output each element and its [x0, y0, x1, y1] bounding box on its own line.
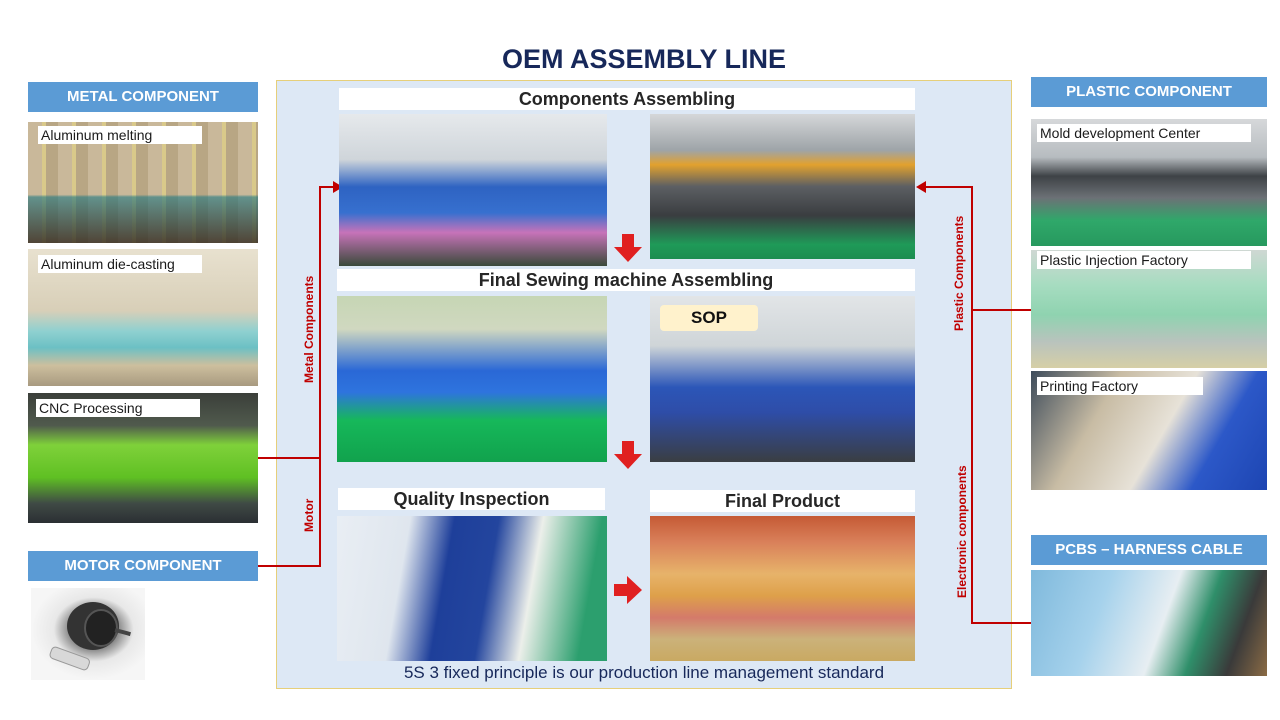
page-title: OEM ASSEMBLY LINE — [501, 44, 787, 74]
metal-component-header: METAL COMPONENT — [28, 82, 258, 112]
stage-quality-inspection-title: Quality Inspection — [338, 488, 605, 510]
photo-caption: Plastic Injection Factory — [1037, 251, 1251, 269]
motor-icon — [49, 602, 131, 671]
connector-line-plastic — [972, 309, 1031, 311]
stage-final-sewing-title: Final Sewing machine Assembling — [337, 269, 915, 291]
arrow-right-icon — [614, 576, 642, 604]
sop-badge: SOP — [660, 305, 758, 331]
arrow-head-icon — [916, 181, 926, 193]
photo-aluminum-melting: Aluminum melting — [28, 122, 258, 243]
connector-line-pcbs — [972, 622, 1031, 624]
connector-line-right-vertical — [971, 186, 973, 624]
photo-final-sewing-2: SOP — [650, 296, 915, 462]
stage-components-assembling-title: Components Assembling — [339, 88, 915, 110]
photo-caption: Mold development Center — [1037, 124, 1251, 142]
photo-plastic-injection: Plastic Injection Factory — [1031, 250, 1267, 368]
photo-caption: Aluminum die-casting — [38, 255, 202, 273]
photo-components-assembling-2 — [650, 114, 915, 259]
connector-line-motor — [258, 565, 320, 567]
pcbs-harness-cable-header: PCBS – HARNESS CABLE — [1031, 535, 1267, 565]
photo-cnc-processing: CNC Processing — [28, 393, 258, 523]
photo-motor — [31, 588, 145, 680]
photo-pcbs-harness — [1031, 570, 1267, 676]
connector-line-left-vertical — [319, 186, 321, 567]
connector-line-cnc — [258, 457, 320, 459]
label-metal-components: Metal Components — [302, 275, 316, 383]
stage-final-product-title: Final Product — [650, 490, 915, 512]
connector-line-right-top — [924, 186, 972, 188]
motor-component-header: MOTOR COMPONENT — [28, 551, 258, 581]
arrow-down-icon — [614, 441, 642, 469]
photo-aluminum-die-casting: Aluminum die-casting — [28, 249, 258, 386]
photo-final-sewing-1 — [337, 296, 607, 462]
photo-quality-inspection — [337, 516, 607, 661]
arrow-head-icon — [333, 181, 343, 193]
photo-caption: Printing Factory — [1037, 377, 1203, 395]
photo-components-assembling-1 — [339, 114, 607, 266]
label-plastic-components: Plastic Components — [952, 215, 966, 331]
photo-printing-factory: Printing Factory — [1031, 371, 1267, 490]
photo-caption: CNC Processing — [36, 399, 200, 417]
footer-statement: 5S 3 fixed principle is our production l… — [403, 663, 885, 682]
photo-final-product — [650, 516, 915, 661]
connector-line-left-top — [319, 186, 337, 188]
label-electronic-components: Electronic components — [955, 465, 969, 598]
label-motor: Motor — [302, 498, 316, 532]
photo-mold-development: Mold development Center — [1031, 119, 1267, 246]
photo-caption: Aluminum melting — [38, 126, 202, 144]
plastic-component-header: PLASTIC COMPONENT — [1031, 77, 1267, 107]
arrow-down-icon — [614, 234, 642, 262]
